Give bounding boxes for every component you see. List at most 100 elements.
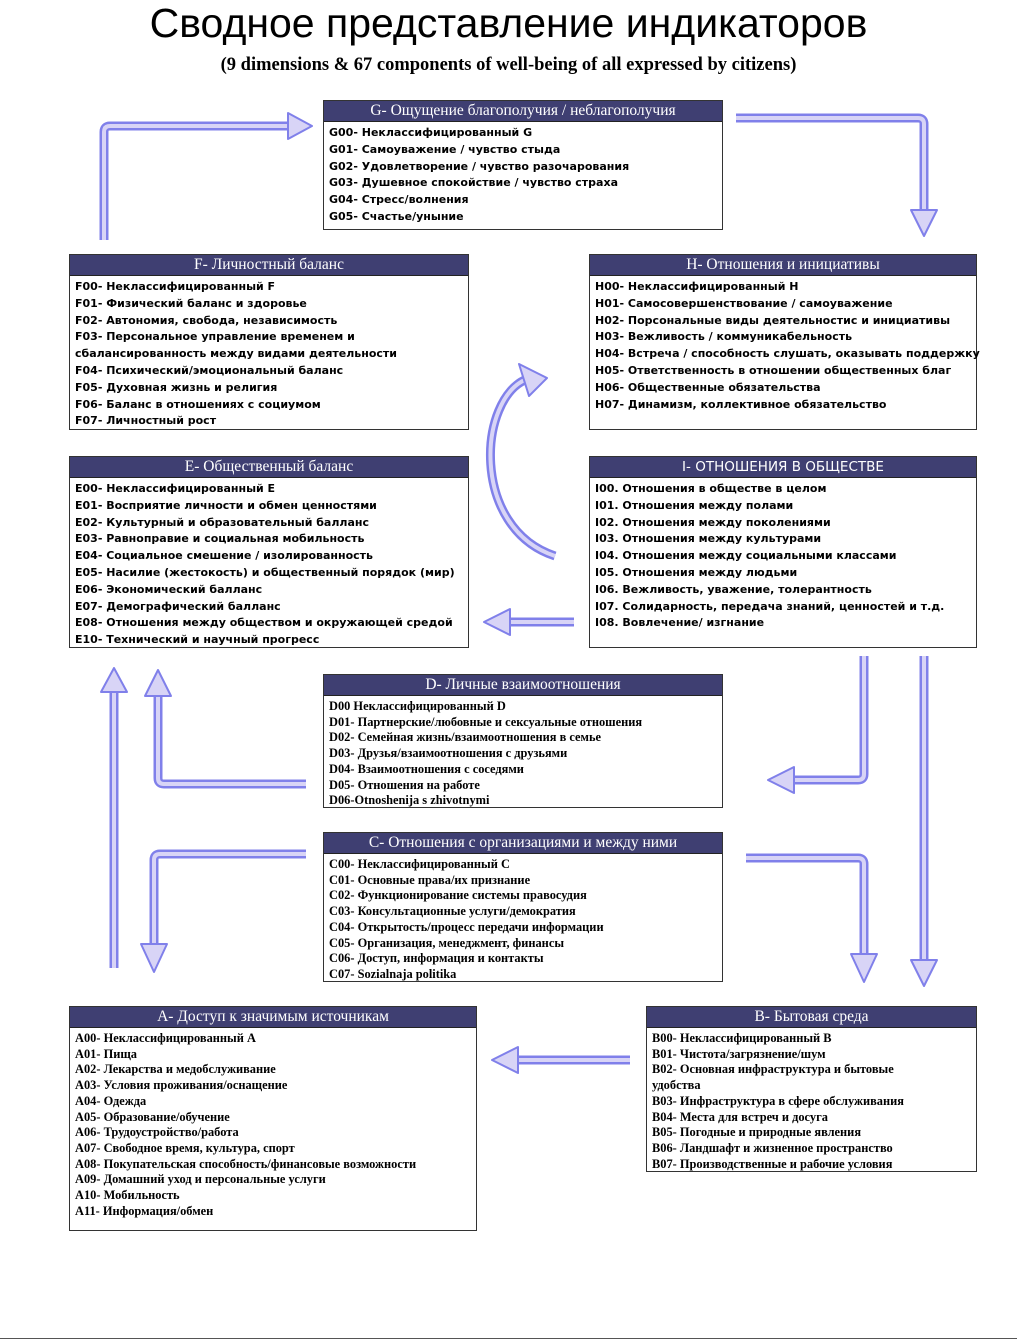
component-list-g: G00- Неклассифицированный G G01- Самоува… [324,122,722,226]
component-item: I01. Отношения между полами [595,498,794,512]
component-list-c: C00- Неклассифицированный C C01- Основны… [324,854,722,983]
dimension-header-d: D- Личные взаимоотношения [324,675,722,696]
component-item: E08- Отношения между обществом и окружаю… [75,616,453,630]
component-item: A09- Домашний уход и персональные услуги [75,1172,326,1187]
component-item: G04- Стресс/волнения [329,193,469,207]
component-item: сбалансированность между видами деятельн… [75,347,397,361]
component-item: A02- Лекарства и медобслуживание [75,1062,276,1077]
component-item: C01- Основные права/их признание [329,872,531,887]
component-item: B03- Инфраструктура в сфере обслуживания [652,1093,904,1108]
component-item: G00- Неклассифицированный G [329,126,533,139]
component-list-i: I00. Отношения в обществе в целом I01. О… [590,478,976,632]
arrow-c-to-b [746,853,878,983]
component-item: E00- Неклассифицированный E [75,482,276,495]
bottom-divider [0,1338,1017,1339]
component-list-e: E00- Неклассифицированный E E01- Восприя… [70,478,468,649]
component-item: H00- Неклассифицированный H [595,280,799,293]
component-item: E06- Экономический балланс [75,582,263,596]
component-item: D01- Партнерские/любовные и сексуальные … [329,714,643,729]
component-item: C05- Организация, менеджмент, финансы [329,935,564,950]
component-item: D04- Взаимоотношения с соседями [329,761,524,776]
component-item: E01- Восприятие личности и обмен ценност… [75,498,377,512]
component-item: B06- Ландшафт и жизненное пространство [652,1140,893,1155]
component-item: I05. Отношения между людьми [595,565,798,579]
component-item: A00- Неклассифицированный A [75,1031,256,1045]
component-item: H03- Вежливость / коммуникабельность [595,330,853,344]
component-item: E03- Равноправие и социальная мобильност… [75,532,365,546]
component-item: A01- Пища [75,1046,137,1061]
component-item: A05- Образование/обучение [75,1109,230,1124]
page-title: Сводное представление индикаторов [149,0,868,46]
component-item: B05- Погодные и природные явления [652,1125,862,1140]
component-item: A04- Одежда [75,1093,147,1108]
component-item: A06- Трудоустройство/работа [75,1125,239,1140]
dimension-header-f: F- Личностный баланс [70,255,468,276]
component-item: B07- Производственные и рабочие условия [652,1156,893,1171]
component-item: D05- Отношения на работе [329,777,480,792]
arrow-i-to-b [910,656,938,987]
component-item: D03- Друзья/взаимоотношения с друзьями [329,746,568,761]
arrow-b-to-a [491,1046,630,1074]
component-item: B01- Чистота/загрязнение/шум [652,1046,826,1061]
component-item: E07- Демографический балланс [75,599,281,613]
dimension-header-a: A- Доступ к значимым источникам [70,1007,476,1028]
component-item: H02- Порсональные виды деятельностис и и… [595,313,951,327]
arrow-c-to-a [140,849,306,973]
circular-arrow [485,363,557,561]
component-item: H07- Динамизм, коллективное обязательств… [595,397,887,411]
component-list-d: D00 Неклассифицированный D D01- Партнерс… [324,696,722,809]
component-item: F06- Баланс в отношениях с социумом [75,397,321,411]
component-item: B02- Основная инфраструктура и бытовые [652,1062,894,1077]
dimension-box-f: F- Личностный баланс F00- Неклассифициро… [69,254,469,430]
component-list-a: A00- Неклассифицированный A A01- Пища A0… [70,1028,476,1219]
component-item: E02- Культурный и образовательный баллан… [75,515,369,529]
arrow-i-to-e [483,608,574,636]
component-item: C03- Консультационные услуги/демократия [329,904,576,919]
dimension-box-b: B- Бытовая среда B00- Неклассифицированн… [646,1006,977,1172]
component-list-f: F00- Неклассифицированный F F01- Физичес… [70,276,468,430]
dimension-box-a: A- Доступ к значимым источникам A00- Нек… [69,1006,477,1231]
component-item: A10- Мобильность [75,1188,180,1203]
component-item: удобства [652,1078,701,1093]
component-item: C02- Функционирование системы правосудия [329,888,587,903]
component-item: A07- Свободное время, культура, спорт [75,1140,295,1155]
component-item: F02- Автономия, свобода, независимость [75,313,338,327]
page-subtitle: (9 dimensions & 67 components of well-be… [220,55,797,75]
component-item: A08- Покупательская способность/финансов… [75,1156,417,1171]
component-item: H05- Ответственность в отношении обществ… [595,363,952,377]
component-item: A03- Условия проживания/оснащение [75,1078,288,1093]
component-item: I02. Отношения между поколениями [595,515,831,529]
dimension-header-e: E- Общественный баланс [70,457,468,478]
component-list-h: H00- Неклассифицированный H H01- Самосов… [590,276,980,413]
dimension-box-g: G- Ощущение благополучия / неблагополучи… [323,100,723,230]
component-item: E10- Технический и научный прогресс [75,633,320,647]
component-item: C07- Sozialnaja politika [329,966,457,981]
component-item: F00- Неклассифицированный F [75,280,276,293]
arrow-a-to-e [100,667,128,968]
arrow-i-to-d [767,656,869,794]
component-item: G03- Душевное спокойствие / чувство стра… [329,176,618,190]
component-item: F01- Физический баланс и здоровье [75,296,307,310]
component-item: A11- Информация/обмен [75,1203,214,1218]
component-item: I06. Вежливость, уважение, толерантность [595,582,872,596]
component-item: C04- Открытость/процесс передачи информа… [329,919,604,934]
component-item: D02- Семейная жизнь/взаимоотношения в се… [329,730,602,745]
component-item: I03. Отношения между культурами [595,532,822,546]
component-item: H04- Встреча / способность слушать, оказ… [595,347,980,361]
component-item: B00- Неклассифицированный B [652,1031,832,1045]
dimension-box-d: D- Личные взаимоотношения D00 Неклассифи… [323,674,723,808]
component-item: G05- Счастье/уныние [329,209,464,223]
component-item: G02- Удовлетворение / чувство разочарова… [329,159,630,173]
component-item: F05- Духовная жизнь и религия [75,380,278,394]
component-item: E04- Социальное смешение / изолированнос… [75,549,373,563]
component-item: E05- Насилие (жестокость) и общественный… [75,565,455,579]
arrow-d-to-e [144,669,306,789]
component-item: H06- Общественные обязательства [595,380,821,394]
dimension-box-e: E- Общественный баланс E00- Неклассифици… [69,456,469,648]
component-item: F04- Психический/эмоциональный баланс [75,363,344,377]
dimension-header-h: H- Отношения и инициативы [590,255,976,276]
component-item: D00 Неклассифицированный D [329,699,506,713]
dimension-header-i: I- ОТНОШЕНИЯ В ОБЩЕСТВЕ [590,457,976,478]
arrow-f-to-g [99,112,313,240]
